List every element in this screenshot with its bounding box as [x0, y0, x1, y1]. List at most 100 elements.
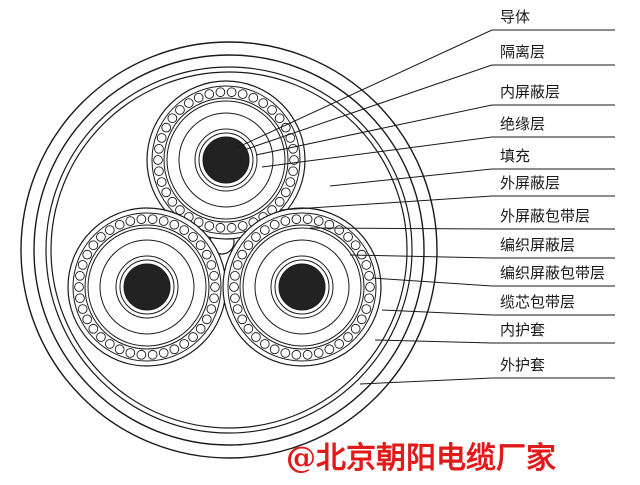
braid-strand — [154, 143, 164, 154]
braid-strand — [195, 323, 206, 334]
inner-sheath-ring — [45, 66, 413, 434]
braid-strand — [226, 222, 237, 233]
braid-strand — [226, 87, 237, 98]
braid-strand — [274, 196, 285, 207]
braid-strand — [215, 222, 226, 233]
braid-strand — [154, 166, 164, 177]
braid-inner-ring — [239, 224, 365, 350]
braid-strand — [356, 314, 367, 325]
outer-sheath-outer-ring — [20, 41, 438, 459]
braid-strand — [88, 240, 99, 251]
leader-line — [371, 277, 493, 287]
outer-shield-ring — [166, 100, 286, 220]
braid-outer-ring — [72, 212, 222, 362]
braid-strand — [82, 314, 93, 325]
braid-strand — [243, 240, 254, 251]
braid-strand — [230, 293, 240, 304]
isolation-ring — [119, 259, 175, 315]
braid-strand — [75, 293, 85, 304]
braid-strand — [161, 187, 172, 198]
braid-strand — [206, 304, 217, 314]
braid-strand — [209, 293, 219, 304]
label-11: 内护套 — [500, 321, 545, 339]
braid-strand — [364, 270, 374, 281]
braid-strand — [153, 155, 163, 165]
braid-strand — [291, 349, 302, 360]
braid-strand — [324, 344, 335, 355]
inner-shield-ring — [270, 255, 334, 319]
braid-strand — [147, 349, 158, 360]
braid-strand — [104, 225, 115, 235]
braid-strand — [334, 225, 345, 235]
braid-strand — [204, 89, 215, 99]
braid-strand — [243, 323, 254, 334]
braid-strand — [232, 260, 243, 270]
braid-strand — [161, 122, 172, 133]
braid-strand — [201, 249, 212, 260]
outer-sheath-inner-ring — [33, 54, 425, 446]
braid-strand — [237, 249, 248, 260]
braid-strand — [114, 219, 125, 230]
braid-strand — [356, 249, 367, 260]
label-5: 填充 — [500, 147, 530, 165]
leader-line — [235, 29, 493, 149]
braid-strand — [96, 332, 106, 342]
braid-strand — [167, 196, 178, 207]
label-2: 隔离层 — [500, 43, 545, 61]
braid-strand — [288, 143, 298, 154]
braid-strand — [237, 221, 248, 231]
braid-strand — [237, 314, 248, 325]
braid-strand — [285, 133, 296, 143]
braid-strand — [193, 92, 204, 103]
braid-strand — [75, 270, 85, 281]
braid-strand — [209, 270, 219, 281]
braid-strand — [302, 214, 313, 225]
braid-strand — [232, 304, 243, 314]
conductor — [123, 263, 171, 311]
braid-strand — [74, 282, 84, 292]
watermark-text: @北京朝阳电缆厂家 — [286, 441, 556, 476]
braid-strand — [280, 348, 291, 358]
outer-shield-ring — [242, 227, 362, 347]
braid-strand — [365, 282, 375, 292]
braid-strand — [195, 240, 206, 251]
braid-strand — [334, 339, 345, 349]
braid-strand — [179, 225, 190, 235]
isolation-ring — [198, 132, 254, 188]
braid-strand — [364, 293, 374, 304]
braid-strand — [77, 260, 88, 270]
inner-shield-ring — [115, 255, 179, 319]
braid-strand — [210, 282, 220, 292]
outer-shield-ring — [87, 227, 207, 347]
braid-strand — [114, 344, 125, 355]
braid-strand — [77, 304, 88, 314]
braid-strand — [251, 332, 261, 342]
leader-line — [261, 136, 493, 168]
leader-line — [374, 339, 493, 344]
braid-strand — [259, 339, 270, 349]
label-6: 外屏蔽层 — [500, 174, 560, 192]
label-12: 外护套 — [500, 356, 545, 374]
braid-outer-ring — [227, 212, 377, 362]
layer-labels: 导体隔离层内屏蔽层绝缘层填充外屏蔽层外屏蔽包带层编织屏蔽层编织屏蔽包带层缆芯包带… — [500, 8, 605, 374]
leader-line — [359, 377, 493, 385]
isolation-ring — [274, 259, 330, 315]
braid-strand — [280, 187, 291, 198]
braid-strand — [175, 205, 185, 215]
braid-strand — [169, 344, 180, 355]
leader-line — [243, 64, 493, 151]
braid-outer-ring — [151, 85, 301, 235]
braid-strand — [285, 177, 296, 187]
core-3 — [222, 207, 382, 367]
conductor — [278, 263, 326, 311]
inner-sheath — [45, 66, 413, 434]
braid-strand — [175, 105, 185, 115]
insulation-ring — [178, 112, 274, 208]
braid-strand — [125, 348, 136, 358]
label-7: 外屏蔽包带层 — [500, 207, 590, 225]
braid-strand — [104, 339, 115, 349]
braid-strand — [269, 219, 280, 230]
leader-line — [349, 254, 493, 259]
braid-strand — [291, 214, 302, 225]
